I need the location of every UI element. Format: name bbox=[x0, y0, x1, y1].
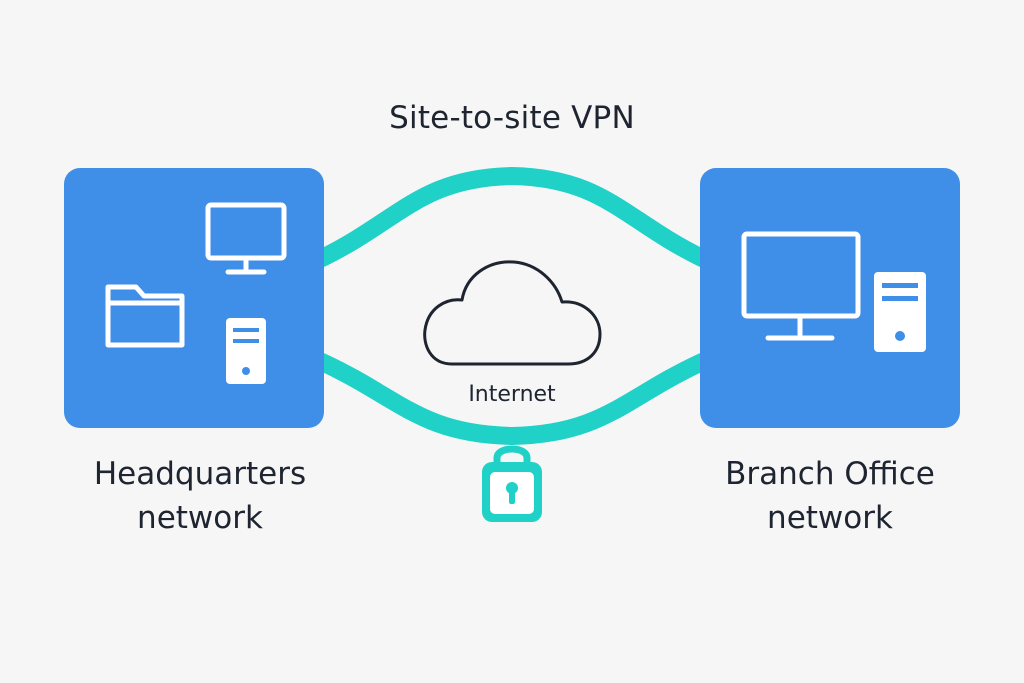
monitor-icon bbox=[741, 231, 861, 341]
server-tower-icon bbox=[874, 272, 926, 352]
branch-site bbox=[700, 168, 960, 428]
vpn-tunnel bbox=[313, 166, 711, 446]
branch-label: Branch Office network bbox=[670, 452, 990, 540]
folder-icon bbox=[105, 284, 185, 348]
monitor-icon bbox=[205, 202, 287, 275]
padlock-icon bbox=[482, 445, 542, 522]
diagram-title: Site-to-site VPN bbox=[389, 100, 635, 136]
headquarters-label-line2: network bbox=[137, 500, 263, 536]
branch-label-line2: network bbox=[767, 500, 893, 536]
internet-label: Internet bbox=[468, 382, 556, 407]
headquarters-site bbox=[64, 168, 324, 428]
tunnel-upper-line bbox=[313, 166, 711, 267]
headquarters-label-line1: Headquarters bbox=[93, 456, 307, 492]
branch-label-line1: Branch Office bbox=[725, 456, 935, 492]
cloud-icon bbox=[423, 260, 602, 366]
server-tower-icon bbox=[226, 318, 266, 384]
tunnel-lower-line bbox=[313, 353, 711, 446]
headquarters-label: Headquarters network bbox=[40, 452, 360, 540]
